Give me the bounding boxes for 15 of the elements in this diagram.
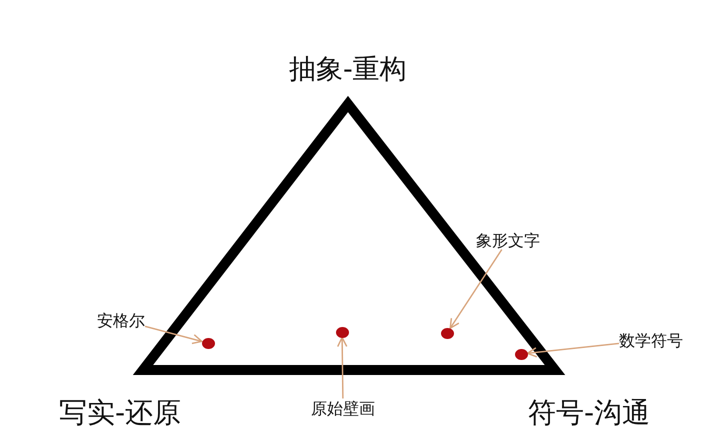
leader-arrow [450, 249, 502, 329]
point-marker [336, 326, 348, 338]
point-marker [514, 348, 528, 360]
leader-arrow [526, 342, 620, 358]
vertex-label: 写实-还原 [59, 396, 182, 430]
leader-arrow [337, 336, 348, 398]
annotation-label: 数学符号 [619, 330, 683, 350]
annotation-label: 象形文字 [476, 230, 540, 250]
annotation-label: 安格尔 [97, 310, 145, 330]
vertex-label: 符号-沟通 [528, 396, 650, 430]
vertex-label: 抽象-重构 [289, 54, 407, 86]
leader-arrow [144, 326, 202, 344]
annotation-label: 原始壁画 [311, 398, 375, 418]
point-marker [202, 338, 214, 348]
point-marker [440, 328, 454, 338]
